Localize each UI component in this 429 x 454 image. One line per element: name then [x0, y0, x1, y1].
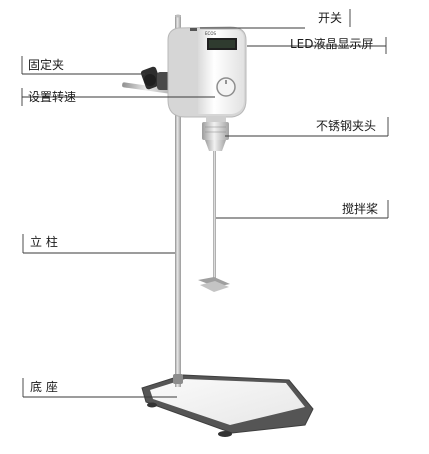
base-foot	[147, 402, 157, 408]
label-pole: 立 柱	[30, 235, 58, 249]
label-clamp: 固定夹	[28, 58, 65, 72]
label-chuck: 不锈钢夹头	[316, 119, 377, 133]
power-switch[interactable]	[190, 28, 197, 31]
support-pole	[173, 14, 183, 387]
label-set-speed: 设置转速	[28, 90, 77, 104]
label-base: 底 座	[30, 380, 58, 394]
motor-housing: ECOS	[167, 26, 247, 118]
base	[141, 374, 314, 437]
brand-mark: ECOS	[205, 31, 216, 36]
stirring-paddle	[198, 151, 230, 292]
label-paddle: 搅拌桨	[342, 202, 379, 216]
base-foot	[218, 431, 232, 437]
label-switch: 开关	[318, 11, 343, 25]
label-lcd-display: LED液晶显示屏	[290, 37, 374, 51]
leader-lines	[21, 9, 389, 398]
speed-knob[interactable]	[216, 77, 236, 97]
stainless-chuck	[202, 116, 229, 151]
